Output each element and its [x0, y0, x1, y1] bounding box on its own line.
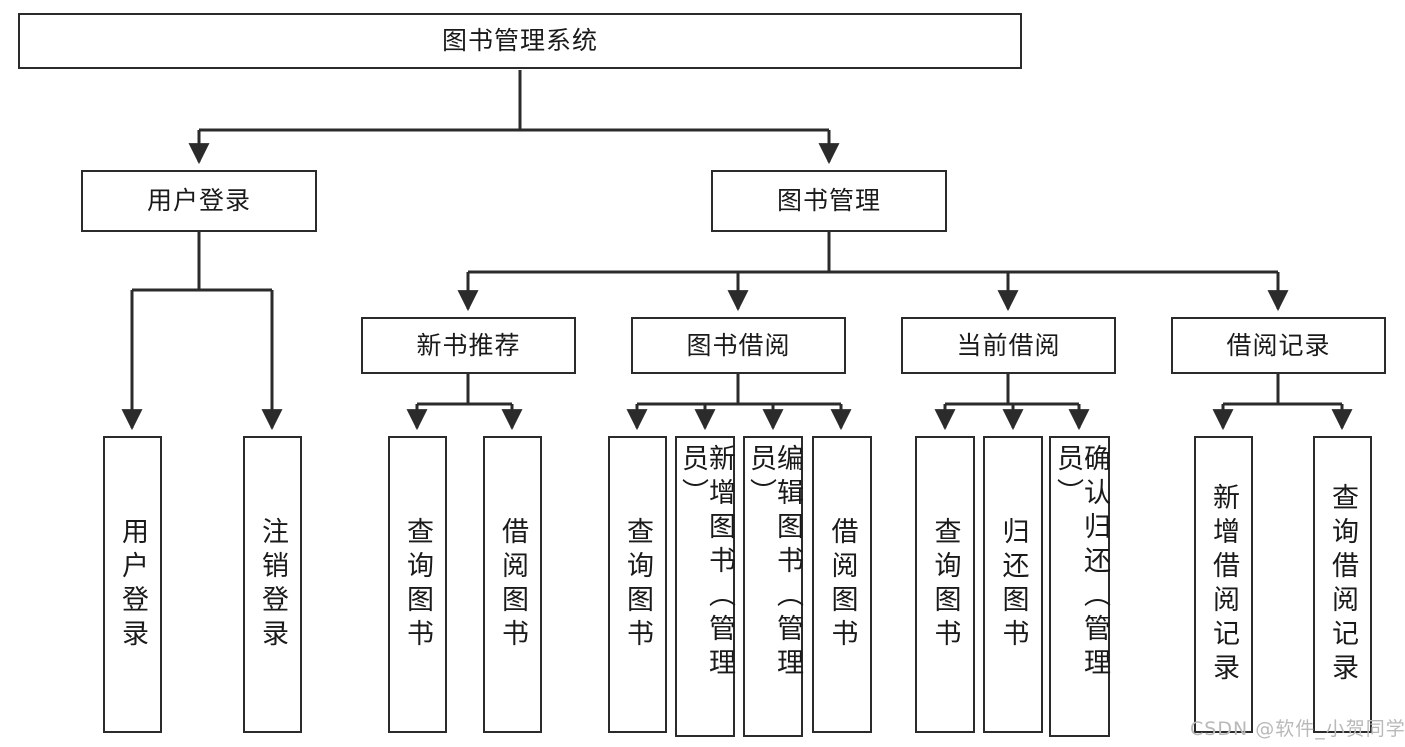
leaf-user-login-signout[interactable]: 注销登录: [243, 436, 302, 733]
node-root-system[interactable]: 图书管理系统: [18, 13, 1022, 69]
node-user-login[interactable]: 用户登录: [81, 170, 317, 232]
leaf-borrow-add-book-admin[interactable]: 新增图书（管理员）: [675, 436, 735, 737]
leaf-borrow-edit-book-admin[interactable]: 编辑图书（管理员）: [743, 436, 803, 737]
node-book-borrow[interactable]: 图书借阅: [631, 317, 846, 374]
leaf-current-return-book[interactable]: 归还图书: [983, 436, 1043, 733]
leaf-new-book-query[interactable]: 查询图书: [388, 436, 447, 733]
leaf-current-query-book[interactable]: 查询图书: [915, 436, 975, 733]
node-book-management[interactable]: 图书管理: [711, 170, 947, 232]
leaf-new-book-borrow[interactable]: 借阅图书: [483, 436, 542, 733]
leaf-record-query[interactable]: 查询借阅记录: [1313, 436, 1372, 733]
leaf-borrow-query-book[interactable]: 查询图书: [608, 436, 667, 733]
leaf-borrow-borrow-book[interactable]: 借阅图书: [812, 436, 872, 733]
csdn-watermark: CSDN @软件_小贺同学: [1190, 718, 1405, 740]
leaf-record-add[interactable]: 新增借阅记录: [1194, 436, 1253, 733]
node-borrow-record[interactable]: 借阅记录: [1171, 317, 1386, 374]
leaf-current-confirm-return-admin[interactable]: 确认归还（管理员）: [1049, 436, 1110, 737]
node-current-borrow[interactable]: 当前借阅: [901, 317, 1116, 374]
leaf-user-login-signin[interactable]: 用户登录: [103, 436, 162, 733]
node-new-book-recommend[interactable]: 新书推荐: [361, 317, 576, 374]
